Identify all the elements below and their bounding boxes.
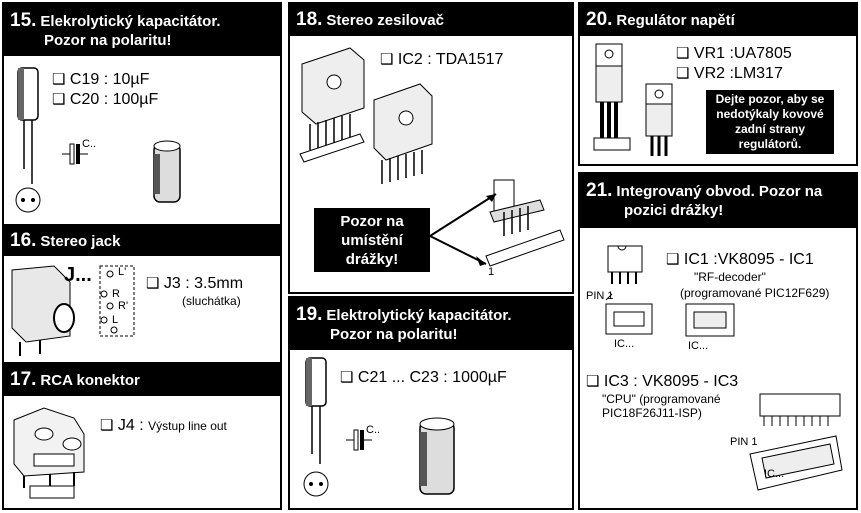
component-line: ❑ IC3 : VK8095 - IC3 [586, 372, 738, 391]
component-line: ❑ VR1 :UA7805 [676, 44, 792, 63]
panel-header: 16.Stereo jack [4, 226, 280, 256]
panel-21-integrated-circuit: 21.Integrovaný obvod. Pozor na pozici dr… [578, 172, 858, 510]
panel-15-electrolytic-capacitor: 15.Elekrolytický kapacitátor. Pozor na p… [2, 2, 282, 226]
component-line: ❑ C20 : 100µF [52, 90, 158, 109]
panel-header: 21.Integrovaný obvod. Pozor na pozici dr… [580, 174, 856, 228]
component-note: "CPU" (programované [602, 392, 721, 406]
section-title: Elekrolytický kapacitátor. [40, 13, 221, 30]
panel-16-stereo-jack: 16.Stereo jack J... L' R R' L ❑ J3 : 3.5… [2, 224, 282, 364]
pin-label-l-prime: L' [118, 266, 127, 278]
component-line: ❑ J3 : 3.5mm [146, 274, 243, 293]
ic-socket-label: IC... [614, 338, 635, 350]
section-number: 17. [10, 369, 37, 390]
section-number: 18. [296, 9, 323, 30]
capacitor-label: C.. [366, 424, 381, 436]
panel-header: 19.Elektrolytický kapacitátor. Pozor na … [290, 298, 572, 350]
section-number: 21. [586, 180, 613, 201]
component-value: C20 : 100µF [69, 91, 159, 108]
component-value: J3 : 3.5mm [163, 275, 244, 292]
component-line: ❑ J4 : Výstup line out [100, 416, 227, 435]
panel-18-stereo-amplifier: 18.Stereo zesilovač ❑ IC2 : TDA1517 Pozo… [288, 2, 574, 294]
pin-1-label: PIN 1 [730, 436, 758, 448]
section-number: 16. [10, 230, 37, 251]
pin-label-r: R [112, 288, 120, 300]
panel-20-voltage-regulator: 20.Regulátor napětí ❑ VR1 :UA7805 ❑ VR2 … [578, 2, 858, 166]
jack-designator: J... [64, 264, 92, 286]
component-value: C19 : 10µF [69, 71, 150, 88]
section-number: 15. [10, 10, 37, 31]
section-title-line2: Pozor na polaritu! [44, 32, 172, 49]
checkbox-icon: ❑ [676, 65, 690, 82]
component-value: VR2 :LM317 [693, 65, 783, 82]
ic-socket-icon [605, 245, 843, 491]
capacitor-label: C.. [82, 138, 97, 150]
component-description: Výstup line out [148, 419, 227, 433]
pin-1-label: 1 [488, 266, 495, 278]
checkbox-icon: ❑ [100, 417, 114, 434]
component-note: "RF-decoder" [694, 270, 766, 284]
checkbox-icon: ❑ [340, 369, 354, 386]
section-number: 19. [296, 304, 323, 325]
component-line: ❑ C19 : 10µF [52, 70, 149, 89]
section-title: Stereo jack [40, 233, 121, 250]
checkbox-icon: ❑ [666, 251, 680, 268]
component-value: IC1 :VK8095 - IC1 [683, 251, 814, 268]
amplifier-ic-icon [299, 47, 565, 267]
component-note: (programované PIC12F629) [680, 286, 830, 300]
section-title-line2: Pozor na polaritu! [330, 326, 458, 343]
pin-label-r-prime: R' [118, 300, 129, 312]
component-value: C21 ... C23 : 1000µF [357, 369, 507, 386]
section-title-line2: pozici drážky! [624, 202, 724, 219]
ic-socket-label: IC... [764, 468, 785, 480]
capacitor-drawing-icon [303, 357, 455, 497]
component-line: ❑ VR2 :LM317 [676, 64, 783, 83]
pin-1-label: PIN 1 [586, 290, 614, 302]
regulator-warning-note: Dejte pozor, aby se nedotýkaly kovové za… [706, 90, 834, 154]
component-value: IC2 : TDA1517 [397, 51, 504, 68]
component-value: J4 : [117, 417, 144, 434]
pin-label-l: L [112, 314, 119, 326]
capacitor-drawing-icon [15, 67, 181, 213]
panel-header: 15.Elekrolytický kapacitátor. Pozor na p… [4, 4, 280, 56]
stereo-jack-icon [11, 265, 135, 356]
checkbox-icon: ❑ [586, 373, 600, 390]
component-value: VR1 :UA7805 [693, 45, 792, 62]
rca-connector-icon [13, 407, 85, 499]
component-value: IC3 : VK8095 - IC3 [603, 373, 739, 390]
component-note: PIC18F26J11-ISP) [602, 406, 702, 420]
panel-header: 17.RCA konektor [4, 364, 280, 396]
groove-warning-note: Pozor na umístění drážky! [314, 208, 430, 272]
section-title: Integrovaný obvod. Pozor na [616, 183, 823, 200]
section-title: Elektrolytický kapacitátor. [326, 307, 512, 324]
section-number: 20. [586, 9, 613, 30]
checkbox-icon: ❑ [676, 45, 690, 62]
component-note: (sluchátka) [182, 294, 241, 308]
panel-header: 20.Regulátor napětí [580, 4, 856, 36]
section-title: Stereo zesilovač [326, 12, 444, 29]
section-title: RCA konektor [40, 372, 140, 389]
component-line: ❑ C21 ... C23 : 1000µF [340, 368, 507, 387]
checkbox-icon: ❑ [380, 51, 394, 68]
component-line: ❑ IC1 :VK8095 - IC1 [666, 250, 814, 269]
panel-header: 18.Stereo zesilovač [290, 4, 572, 36]
checkbox-icon: ❑ [52, 91, 66, 108]
checkbox-icon: ❑ [146, 275, 160, 292]
component-line: ❑ IC2 : TDA1517 [380, 50, 503, 69]
panel-17-rca-connector: 17.RCA konektor ❑ J4 : Výstup line out [2, 362, 282, 510]
section-title: Regulátor napětí [616, 12, 735, 29]
checkbox-icon: ❑ [52, 71, 66, 88]
voltage-regulator-icon [593, 43, 673, 156]
panel-19-electrolytic-capacitor: 19.Elektrolytický kapacitátor. Pozor na … [288, 296, 574, 510]
ic-socket-label: IC... [688, 340, 709, 352]
